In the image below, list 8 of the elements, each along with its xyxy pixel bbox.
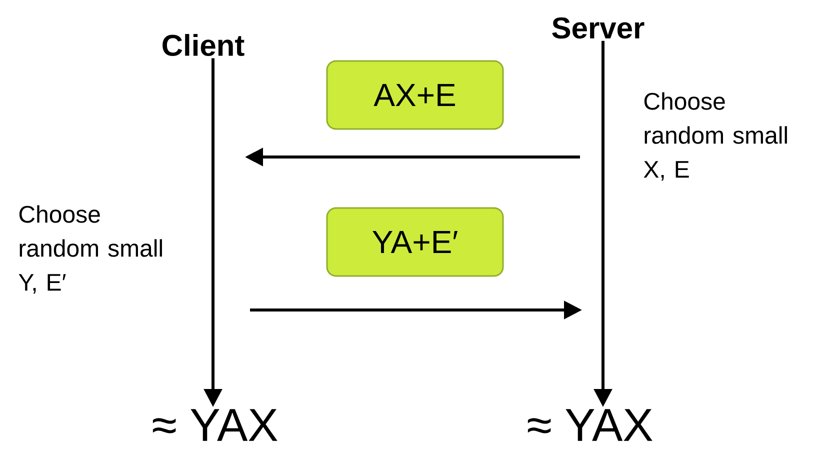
note-text: Choose random small Y, E′ xyxy=(18,205,162,294)
message-box: AX+E xyxy=(326,60,504,130)
result-text: ≈ YAX xyxy=(528,409,652,441)
message-box: YA+E′ xyxy=(326,207,504,277)
result-text: ≈ YAX xyxy=(152,409,278,441)
column-heading: Server xyxy=(552,17,644,39)
column-heading: Client xyxy=(162,34,244,56)
note-text: Choose random small X, E xyxy=(644,92,787,181)
